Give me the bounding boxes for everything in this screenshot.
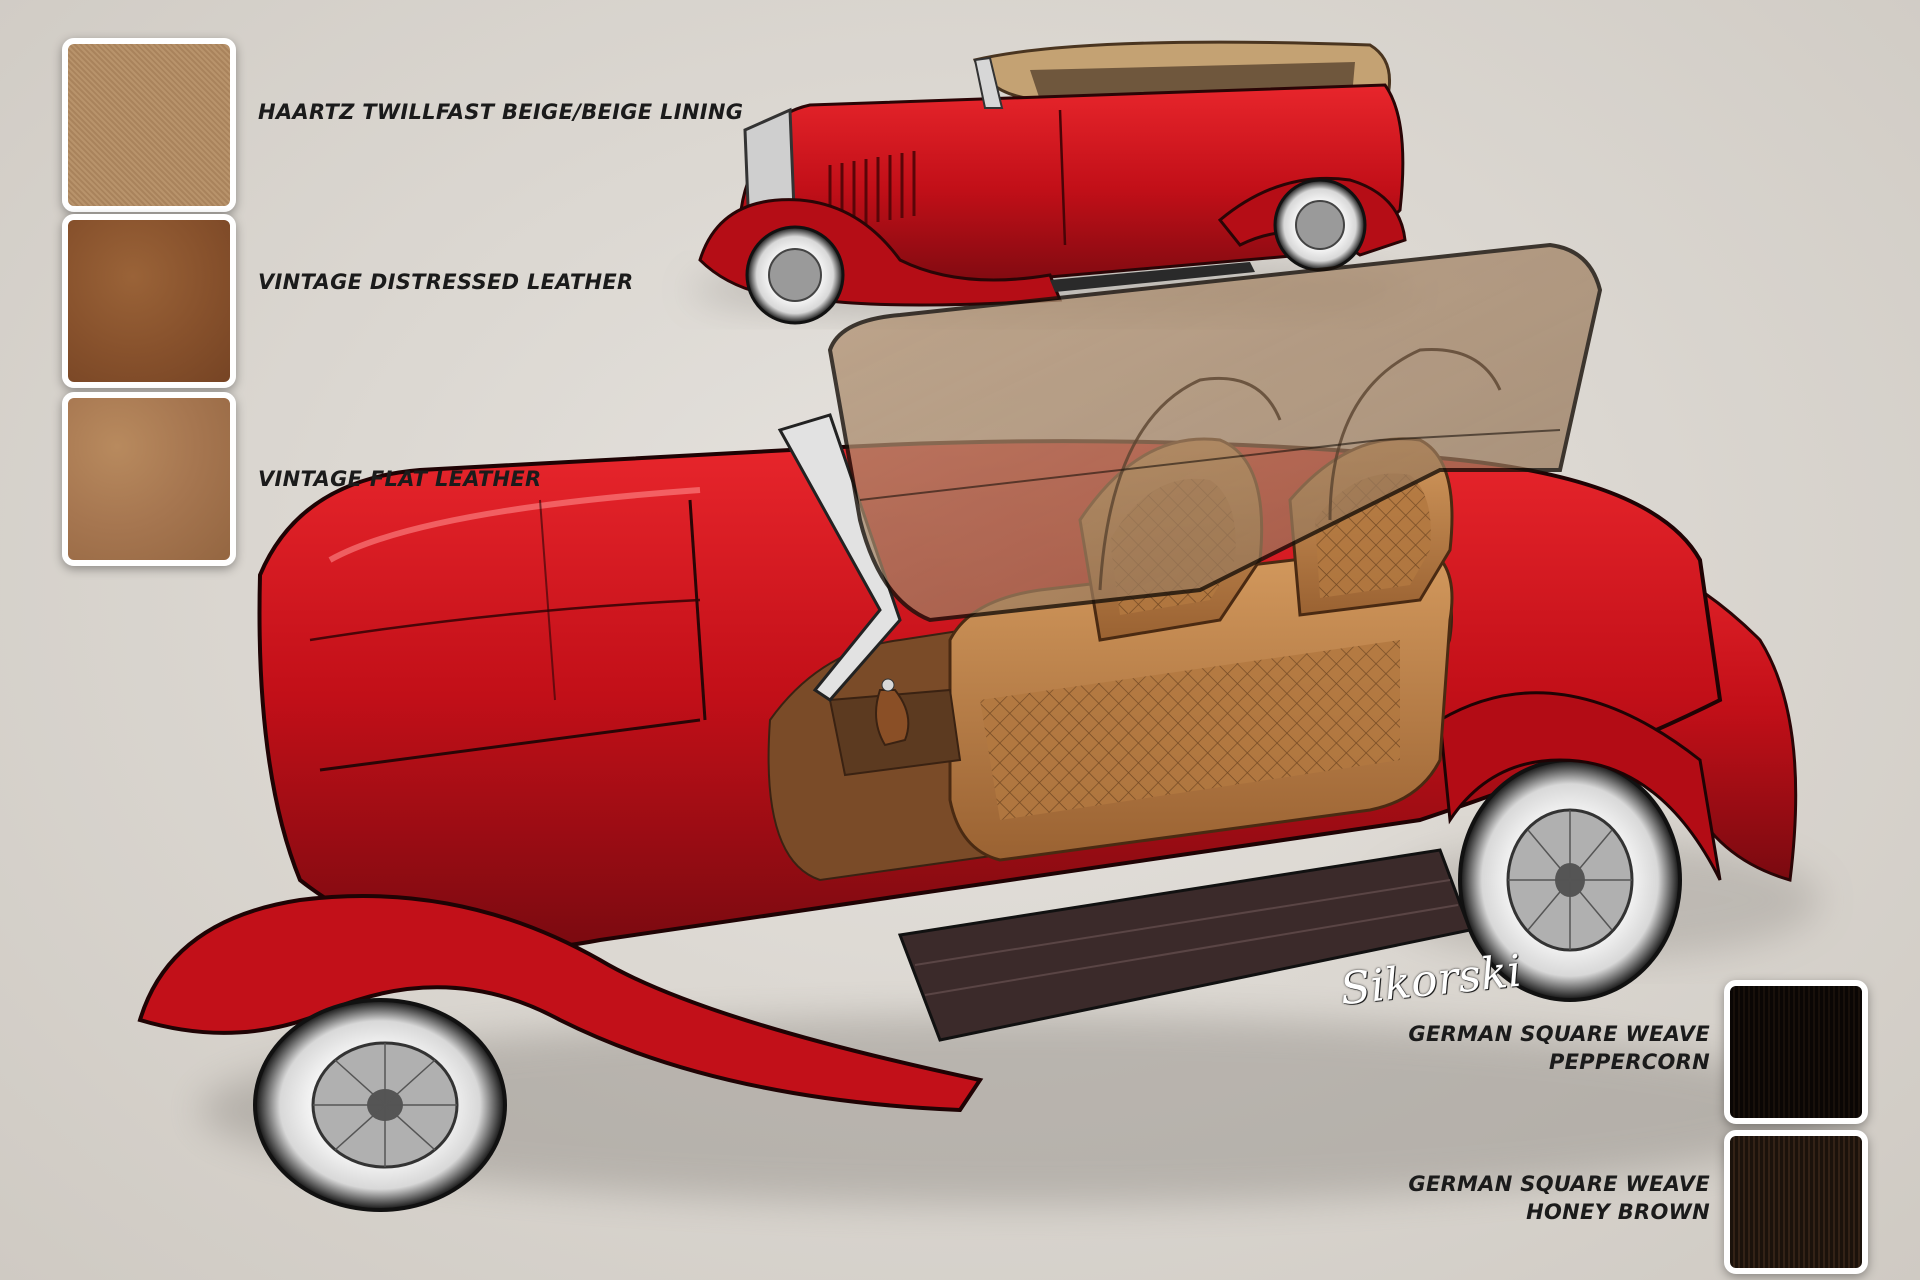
honey-brown-line1: GERMAN SQUARE WEAVE	[1408, 1172, 1710, 1196]
main-car-three-quarter-view	[137, 242, 1798, 1212]
swatch-label-flat-leather: VINTAGE FLAT LEATHER	[258, 467, 542, 491]
swatch-label-peppercorn: GERMAN SQUARE WEAVE PEPPERCORN	[1408, 1020, 1710, 1076]
swatch-label-distressed: VINTAGE DISTRESSED LEATHER	[258, 270, 634, 294]
ground-shadow	[200, 1015, 1840, 1205]
reference-car-side-view	[690, 40, 1410, 325]
swatch-label-haartz: HAARTZ TWILLFAST BEIGE/BEIGE LINING	[258, 100, 744, 124]
swatch-label-honey-brown: GERMAN SQUARE WEAVE HONEY BROWN	[1408, 1170, 1710, 1226]
swatch-german-square-weave-peppercorn	[1724, 980, 1868, 1124]
peppercorn-line1: GERMAN SQUARE WEAVE	[1408, 1022, 1710, 1046]
honey-brown-line2: HONEY BROWN	[1526, 1200, 1710, 1224]
swatch-vintage-distressed-leather	[62, 214, 236, 388]
swatch-vintage-flat-leather	[62, 392, 236, 566]
swatch-german-square-weave-honey-brown	[1724, 1130, 1868, 1274]
swatch-haartz-twillfast	[62, 38, 236, 212]
peppercorn-line2: PEPPERCORN	[1548, 1050, 1710, 1074]
